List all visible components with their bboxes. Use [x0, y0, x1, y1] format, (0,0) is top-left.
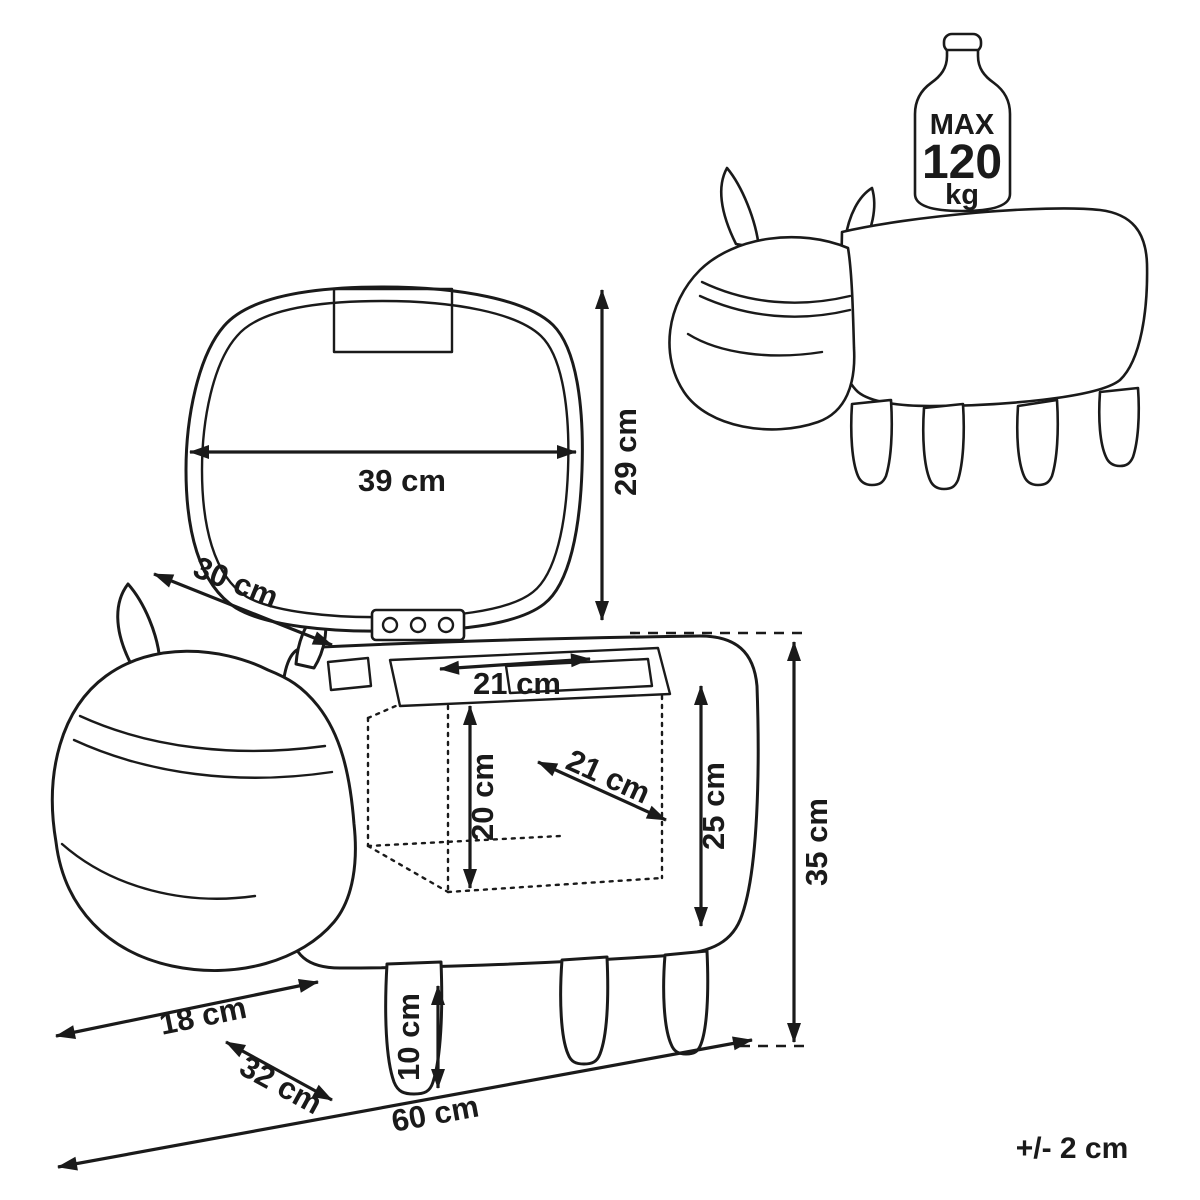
max-load-label: MAX [930, 109, 995, 141]
stool-head [50, 649, 357, 972]
dim-opening-width-arrow [439, 653, 591, 675]
weight-body [913, 48, 1012, 213]
storage-opening-rim [388, 646, 672, 708]
reference-stool-leg [921, 402, 966, 491]
dimensions: 39 cm 29 cm 30 cm 21 cm 20 cm 21 cm 25 c… [55, 289, 834, 1171]
dim-lid-width-label: 39 cm [358, 463, 446, 498]
reference-stool-head-seam [700, 280, 852, 304]
stool-leg-middle [559, 955, 610, 1066]
dim-lid-height-label: 29 cm [608, 408, 643, 496]
reference-stool-leg [1015, 398, 1060, 487]
reference-stool-leg [1097, 386, 1141, 468]
tolerance-note: +/- 2 cm [1016, 1132, 1129, 1165]
reference-stool-head [668, 235, 856, 431]
reference-stool-head-seam [698, 294, 852, 318]
stool-head-seam [72, 738, 334, 779]
hinge-mount-plate [326, 656, 373, 692]
reference-stool-left-ear [719, 166, 761, 250]
lid-hinge [370, 608, 466, 642]
dim-lid-depth-arrow [153, 572, 333, 647]
stool-head-seam [78, 714, 327, 753]
stool-left-ear [116, 582, 162, 664]
lid-top-plate [332, 287, 454, 354]
stool-muzzle-seam [60, 842, 257, 900]
reference-stool-body [838, 207, 1149, 408]
max-load-weight: MAX 120 kg [913, 32, 1012, 213]
max-load-value: 120 [922, 136, 1002, 189]
dim-compartment-height-label: 25 cm [696, 762, 731, 850]
stool-leg-back [662, 949, 710, 1056]
storage-opening-slot [504, 657, 654, 695]
dim-body-depth-label: 32 cm [234, 1048, 328, 1121]
dim-total-height-label: 35 cm [799, 798, 834, 886]
reference-stool: MAX 120 kg [668, 32, 1149, 491]
dim-head-overhang-arrow [55, 978, 319, 1040]
dim-inner-depth-arrow [537, 760, 667, 822]
dim-head-overhang-label: 18 cm [156, 990, 249, 1042]
dim-total-length-label: 60 cm [389, 1089, 482, 1139]
main-stool [50, 285, 760, 1096]
dim-leg-height-label: 10 cm [391, 993, 426, 1081]
dim-total-length-arrow [57, 1036, 753, 1171]
reference-stool-muzzle-seam [686, 332, 824, 357]
max-load-unit: kg [945, 179, 979, 211]
reference-stool-leg [849, 398, 894, 487]
dim-opening-width-label: 21 cm [473, 666, 561, 701]
dim-inner-height-label: 20 cm [465, 753, 500, 841]
